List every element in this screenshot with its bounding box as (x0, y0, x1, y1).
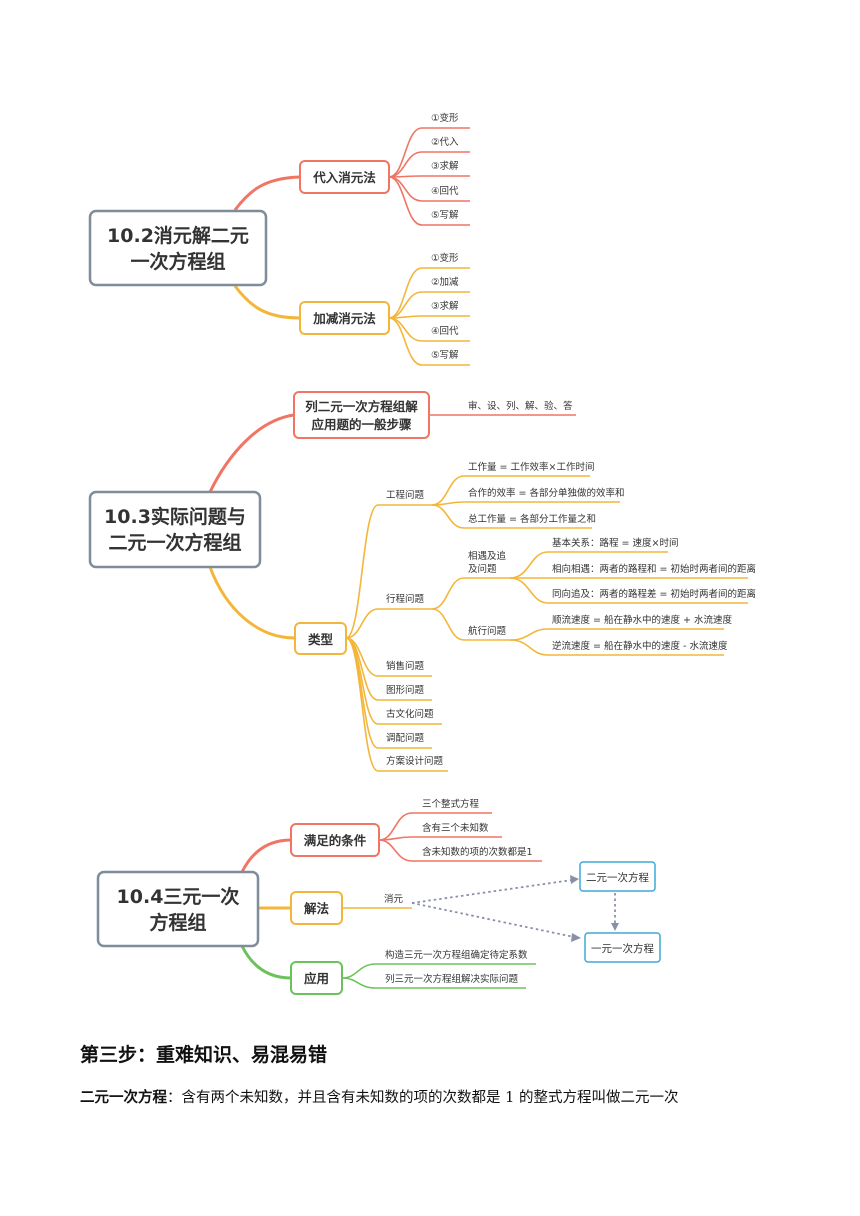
type-connectors (345, 475, 748, 772)
subtype-label: 航行问题 (468, 625, 507, 637)
branch-substitution: 代入消元法 (299, 160, 390, 194)
leaf: ④回代 (431, 326, 459, 337)
type-label: 销售问题 (386, 660, 425, 672)
leaf-connectors (341, 963, 536, 989)
root-node-10-4: 10.4三元一次 方程组 (96, 870, 260, 948)
leaf: 同向追及：两者的路程差 = 初始时两者间的距离 (552, 588, 756, 600)
section-10-2: 10.2消元解二元 一次方程组 代入消元法 ①变形 ②代入 ③求解 ④回代 ⑤写… (88, 112, 470, 366)
branch-label: 应用 (304, 971, 329, 986)
box-label: 一元一次方程 (591, 942, 654, 955)
branch-label: 满足的条件 (304, 833, 367, 848)
box-label: 二元一次方程 (586, 871, 649, 884)
branch-application: 应用 (290, 961, 343, 995)
leaf: 工作量 = 工作效率×工作时间 (468, 461, 594, 473)
leaf: 审、设、列、解、验、答 (468, 400, 573, 412)
leaf: 构造三元一次方程组确定待定系数 (385, 949, 528, 961)
branch-method: 解法 (290, 891, 343, 925)
branch-conditions: 满足的条件 (290, 823, 380, 857)
branch-label: 代入消元法 (312, 170, 376, 185)
leaf: 含未知数的项的次数都是1 (422, 846, 533, 858)
connector (240, 945, 292, 980)
branch-elimination: 加减消元法 (299, 301, 390, 335)
root-node-10-3: 10.3实际问题与 二元一次方程组 (88, 490, 262, 569)
leaf: 逆流速度 = 船在静水中的速度 - 水流速度 (552, 640, 728, 652)
leaf-connectors (378, 812, 542, 862)
type-label: 方案设计问题 (386, 755, 444, 767)
type-label: 调配问题 (386, 732, 425, 744)
branch-label-line1: 列二元一次方程组解 (305, 399, 418, 414)
leaf: 顺流速度 = 船在静水中的速度 + 水流速度 (552, 614, 732, 626)
connector (208, 413, 295, 493)
branch-label-line2: 应用题的一般步骤 (311, 417, 412, 432)
arrow-heads (570, 875, 619, 942)
leaf: 总工作量 = 各部分工作量之和 (468, 513, 596, 525)
subtype-label-line1: 相遇及追 (468, 550, 507, 562)
root-title-line2: 二元一次方程组 (108, 531, 241, 554)
flow-arrows (411, 879, 616, 938)
mind-map: 10.2消元解二元 一次方程组 代入消元法 ①变形 ②代入 ③求解 ④回代 ⑤写… (88, 112, 756, 995)
equation-box-two-var: 二元一次方程 (579, 861, 656, 892)
root-title-line2: 方程组 (149, 911, 206, 934)
definition-paragraph: 二元一次方程：含有两个未知数，并且含有未知数的项的次数都是 1 的整式方程叫做二… (80, 1086, 678, 1107)
branch-label: 类型 (308, 632, 334, 647)
type-label: 行程问题 (386, 593, 425, 605)
section-10-4: 10.4三元一次 方程组 满足的条件 三个整式方程 含有三个未知数 含未知数的项… (96, 798, 661, 995)
equation-box-one-var: 一元一次方程 (584, 932, 661, 963)
branch-types: 类型 (294, 622, 347, 655)
leaf: ③求解 (431, 300, 459, 312)
root-title-line1: 10.4三元一次 (117, 885, 240, 908)
type-label: 工程问题 (386, 489, 425, 501)
root-node-10-2: 10.2消元解二元 一次方程组 (88, 209, 268, 287)
connector (233, 175, 301, 211)
definition-term: 二元一次方程 (80, 1089, 167, 1106)
type-label: 图形问题 (386, 684, 425, 696)
leaf: ⑤写解 (431, 349, 459, 361)
leaf: 基本关系：路程 = 速度×时间 (552, 537, 678, 549)
leaf: 合作的效率 = 各部分单独做的效率和 (468, 487, 625, 499)
subtype-label-line2: 及问题 (468, 563, 497, 575)
connector (240, 838, 292, 873)
leaf: 含有三个未知数 (422, 822, 489, 834)
leaf: 消元 (384, 893, 404, 905)
leaf-connectors (388, 267, 470, 366)
leaf: ①变形 (431, 252, 459, 264)
branch-label: 加减消元法 (312, 311, 376, 326)
leaf: ③求解 (431, 160, 459, 172)
leaf: ②加减 (431, 276, 459, 288)
root-title-line2: 一次方程组 (130, 250, 225, 273)
type-label: 古文化问题 (386, 708, 434, 720)
root-title-line1: 10.3实际问题与 (104, 505, 246, 528)
leaf: ④回代 (431, 186, 459, 197)
definition-text: ：含有两个未知数，并且含有未知数的项的次数都是 1 的整式方程叫做二元一次 (167, 1090, 679, 1106)
leaf: ②代入 (431, 137, 459, 148)
section-10-3: 10.3实际问题与 二元一次方程组 列二元一次方程组解 应用题的一般步骤 审、设… (88, 391, 756, 772)
section-heading: 第三步：重难知识、易混易错 (80, 1044, 328, 1066)
connector (233, 285, 301, 320)
branch-label: 解法 (304, 901, 330, 916)
leaf: 相向相遇：两者的路程和 = 初始时两者间的距离 (552, 563, 756, 575)
leaf-connectors (388, 127, 470, 226)
leaf: ①变形 (431, 112, 459, 124)
branch-solving-steps: 列二元一次方程组解 应用题的一般步骤 (293, 391, 430, 439)
leaf: 列三元一次方程组解决实际问题 (385, 973, 519, 985)
leaf: ⑤写解 (431, 209, 459, 221)
leaf: 三个整式方程 (422, 798, 480, 810)
connector (208, 566, 296, 640)
root-title-line1: 10.2消元解二元 (107, 224, 249, 247)
